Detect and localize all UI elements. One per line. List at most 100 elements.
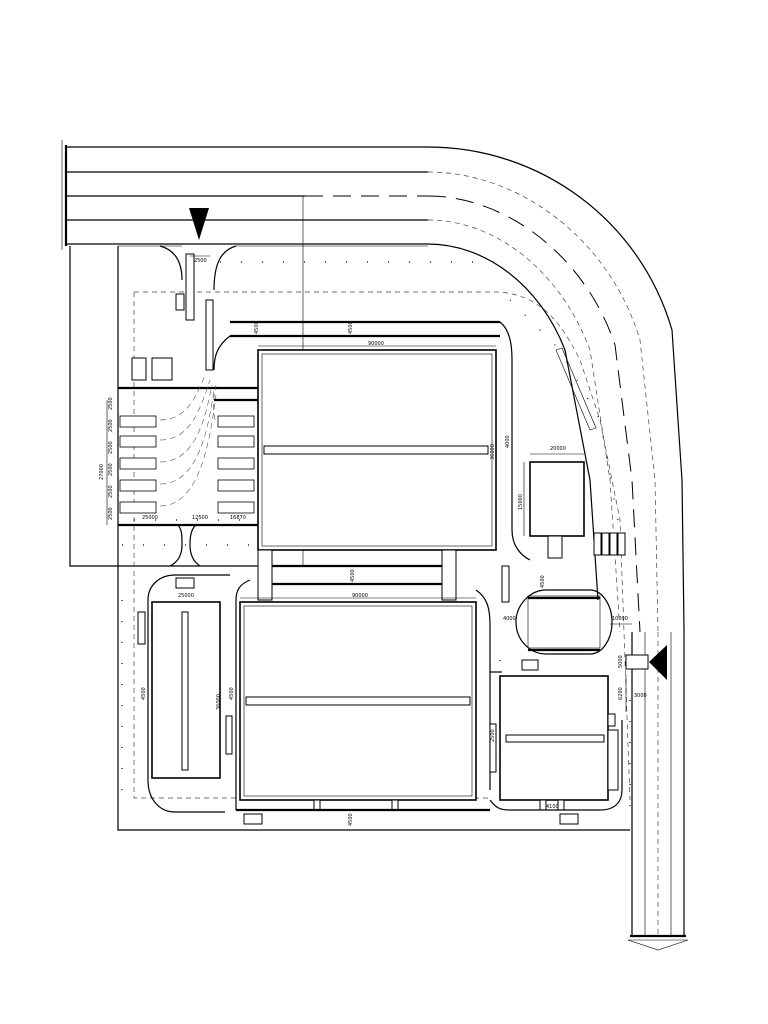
entry-arrow-right-icon <box>649 645 667 680</box>
dim-left-gap: 4500 <box>141 687 147 700</box>
dim-parking-bottom-2: 12500 <box>192 515 208 521</box>
right-gate-booth <box>625 654 649 670</box>
dim-building-c-left: 2500 <box>490 729 496 742</box>
road-below-parking-curve-2 <box>189 524 201 567</box>
building-b-door-2 <box>391 799 399 811</box>
dim-small-bldg-width: 20000 <box>550 446 566 452</box>
dim-building-c-bottom: 4100 <box>546 804 559 810</box>
building-b-door-1 <box>313 799 321 811</box>
left-vehicle-top <box>175 577 195 589</box>
road-curve-3 <box>427 219 621 633</box>
dim-parking-row-4: 2500 <box>108 463 114 476</box>
dim-mid-road: 4500 <box>350 569 356 582</box>
road-below-parking-curve-1 <box>118 524 183 567</box>
dim-top-road-a: 4500 <box>254 321 260 334</box>
left-building-gate <box>137 611 146 645</box>
dim-top-entry: 2500 <box>194 258 207 264</box>
connectors-ab: 4500 90000 <box>240 549 476 601</box>
left-building-road-left <box>147 600 225 813</box>
dim-parking-bottom-3: 16870 <box>230 515 246 521</box>
building-c: 2500 4100 <box>489 671 623 825</box>
right-side-markers: 5000 6200 3000 <box>618 654 649 712</box>
parking-slot-l2 <box>119 435 157 448</box>
entry-arrow-top-icon <box>189 208 209 240</box>
road-curve-1 <box>427 171 659 633</box>
parking-slot-r1 <box>217 415 255 428</box>
parking-slot-l1 <box>119 415 157 428</box>
storage-slot-4 <box>617 532 626 556</box>
building-b: 4500 <box>236 589 491 826</box>
storage-slot-3 <box>609 532 618 556</box>
dim-parking-row-2: 2500 <box>108 419 114 432</box>
dim-building-b-width: 90000 <box>352 593 368 599</box>
gate-area: 2500 <box>131 253 214 381</box>
parking-lane-curve-4 <box>159 389 215 485</box>
signage-strip <box>555 347 597 431</box>
dim-oval-right: 10000 <box>612 616 628 622</box>
parking-left: 27000 2500 2500 2500 2500 2500 2500 2500… <box>99 374 260 527</box>
vehicle-bottom-left <box>243 813 263 825</box>
dim-parking-total: 27000 <box>99 464 105 480</box>
building-c-road <box>489 720 623 811</box>
site-boundary <box>69 196 631 831</box>
building-c-side-block <box>607 729 619 791</box>
dim-parking-row-6: 2500 <box>108 507 114 520</box>
parking-slot-l5 <box>119 501 157 514</box>
dim-top-road-b: 4500 <box>348 321 354 334</box>
storage-slot-1 <box>593 532 602 556</box>
dim-gap-a-right: 4000 <box>505 435 511 448</box>
left-building-road-right-top <box>235 579 251 601</box>
dim-small-bldg-depth: 15000 <box>518 494 524 510</box>
boundary-left-ext <box>69 246 258 567</box>
parking-lane-curve-5 <box>159 394 217 507</box>
parking-slot-l3 <box>119 457 157 470</box>
small-building: 20000 15000 <box>518 347 626 559</box>
building-c-door-right <box>607 713 616 727</box>
building-a: 4500 4500 90000 36000 4000 <box>213 320 531 561</box>
small-building-annex <box>547 535 563 559</box>
dim-right-side-b: 6200 <box>618 687 624 700</box>
road-curve-4 <box>427 243 599 601</box>
parking-slot-r5 <box>217 501 255 514</box>
oval-left-post <box>501 565 510 603</box>
guard-house-2 <box>151 357 173 381</box>
parking-lane-curve-6 <box>213 384 217 421</box>
connector-left <box>257 549 273 601</box>
guard-house-1 <box>131 357 147 381</box>
building-c-ridge <box>505 734 605 743</box>
entry-curve-right <box>213 245 237 291</box>
dim-left-bldg-width: 25000 <box>178 593 194 599</box>
road-curve-2 <box>427 195 641 633</box>
left-building: 25000 36000 4500 4500 <box>137 574 263 825</box>
entry-curve-left <box>159 245 183 281</box>
road-below-parking <box>118 524 258 567</box>
oval-area: 4500 4000 10000 <box>501 565 632 671</box>
building-a-ridge <box>263 445 489 455</box>
right-road <box>627 630 689 951</box>
dim-parking-row-3: 2500 <box>108 441 114 454</box>
dim-right-side-a: 5000 <box>618 655 624 668</box>
dim-building-a-depth: 36000 <box>490 444 496 460</box>
storage-slot-2 <box>601 532 610 556</box>
small-building-outline <box>529 461 585 537</box>
parking-slot-r3 <box>217 457 255 470</box>
gate-booth <box>175 293 185 311</box>
left-building-road-top <box>147 574 230 601</box>
dim-left-bldg-depth: 36000 <box>216 694 222 710</box>
right-road-end-arrow <box>627 939 689 951</box>
dim-parking-bottom-1: 25000 <box>142 515 158 521</box>
vehicle-bottom-right <box>559 813 579 825</box>
connector-right <box>441 549 457 601</box>
gate-median <box>205 299 214 371</box>
oval-vehicle <box>521 659 539 671</box>
parking-lane-curve-2 <box>159 379 211 441</box>
oval-track-inner <box>527 595 601 649</box>
building-c-door-bottom-1 <box>539 799 547 811</box>
top-road <box>61 140 685 633</box>
dim-left-gap-2: 4500 <box>229 687 235 700</box>
dim-building-a-width: 90000 <box>368 341 384 347</box>
dim-oval-left: 4000 <box>503 616 516 622</box>
dim-right-side-c: 3000 <box>634 693 647 699</box>
parking-lane-curve-3 <box>159 384 213 463</box>
